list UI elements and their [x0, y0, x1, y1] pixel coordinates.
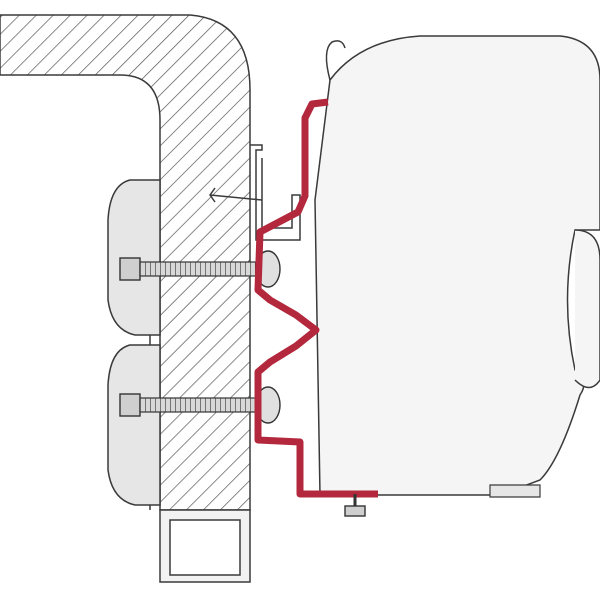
wall-lower-profile: [159, 509, 251, 583]
awning-hook: [325, 40, 346, 81]
awning-end-cap: [574, 229, 600, 389]
adapter-bracket: [254, 98, 378, 498]
fixing-screw: [344, 494, 366, 517]
awning-foot: [489, 484, 541, 498]
interior-pad-lower: [107, 344, 161, 506]
awning-cassette: [314, 35, 600, 496]
wall-rail: [250, 144, 301, 241]
bolt-upper: [119, 250, 281, 288]
rail-clip: [209, 187, 263, 203]
